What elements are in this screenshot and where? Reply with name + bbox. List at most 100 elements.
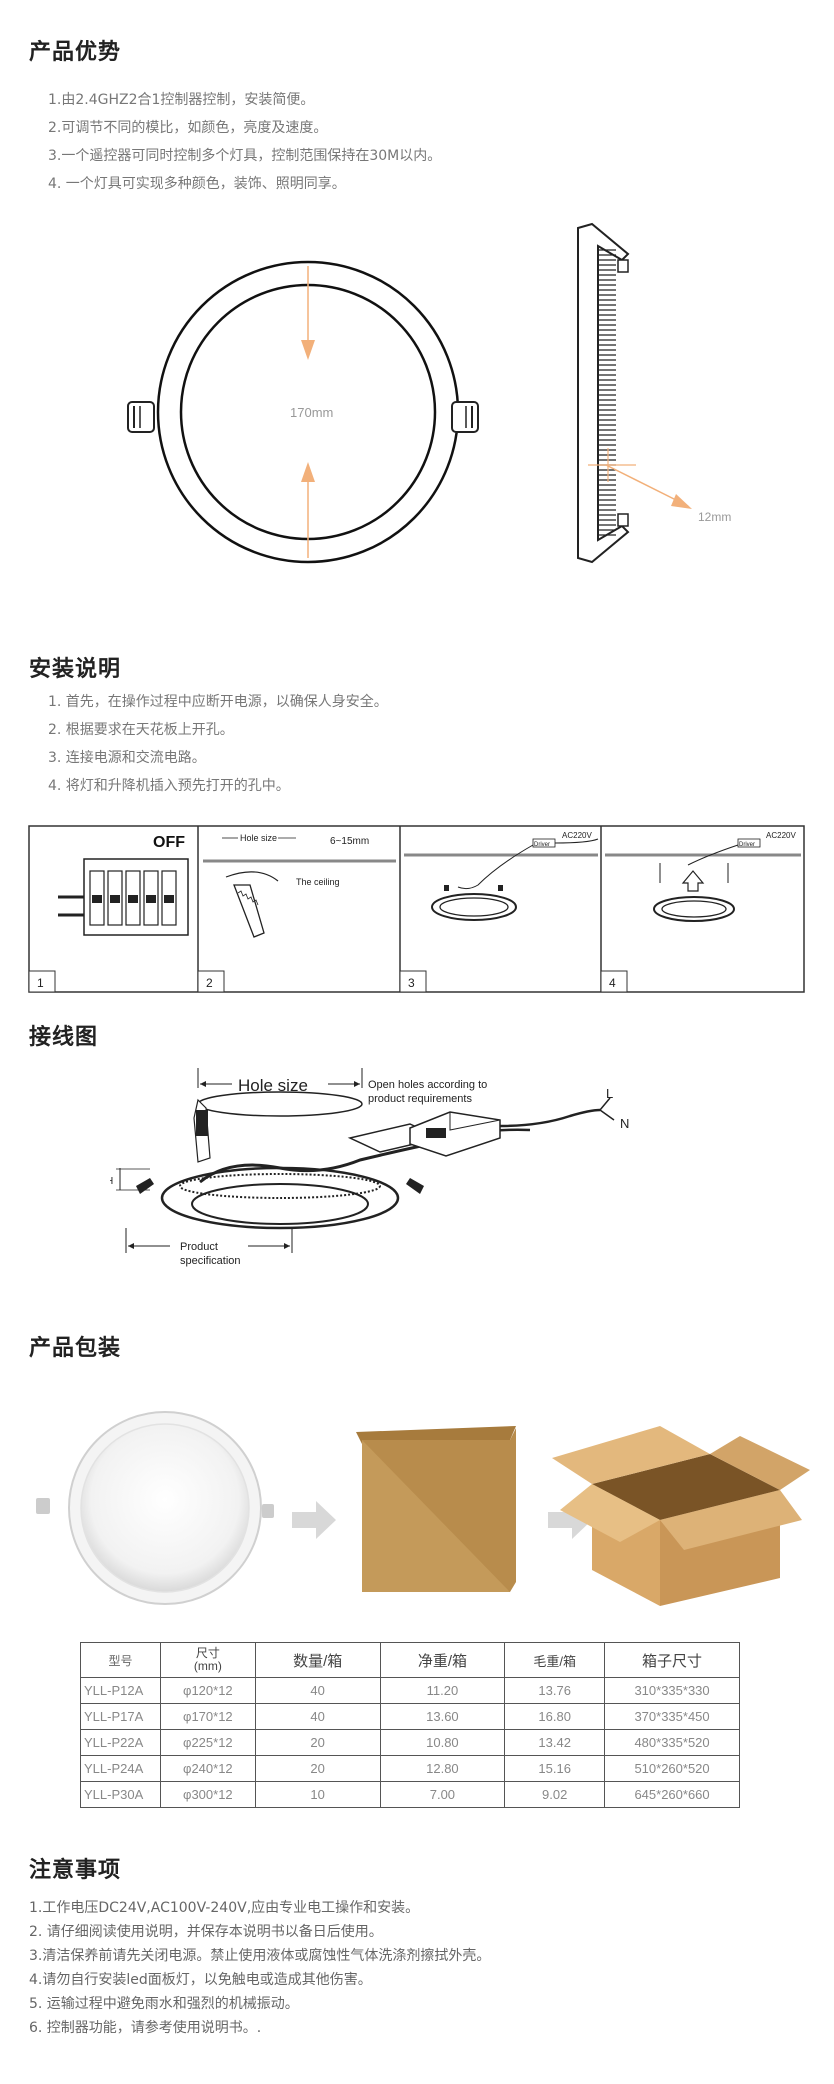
size-header-line: 尺寸 bbox=[195, 1646, 220, 1660]
diameter-arrow-top-icon bbox=[301, 266, 315, 360]
table-cell: 13.76 bbox=[504, 1677, 606, 1704]
diameter-label: 170mm bbox=[290, 405, 333, 420]
table-cell: YLL-P24A bbox=[80, 1755, 161, 1782]
table-cell: φ300*12 bbox=[159, 1781, 256, 1808]
hole-size-label: Hole size bbox=[240, 833, 277, 843]
table-cell: 645*260*660 bbox=[604, 1781, 740, 1808]
flat-box-icon bbox=[356, 1426, 516, 1592]
table-cell: YLL-P22A bbox=[80, 1729, 161, 1756]
thickness-label: 12mm bbox=[698, 510, 731, 524]
list-item: 3. 连接电源和交流电路。 bbox=[48, 750, 206, 766]
saw-icon bbox=[225, 871, 279, 938]
table-header-cell: 型号 bbox=[80, 1642, 161, 1678]
step-number: 2 bbox=[206, 976, 213, 990]
n-label: N bbox=[620, 1116, 629, 1131]
section-title-wiring: 接线图 bbox=[29, 1025, 99, 1050]
table-cell: 370*335*450 bbox=[604, 1703, 740, 1730]
up-arrow-icon bbox=[681, 870, 705, 892]
table-cell: 40 bbox=[254, 1703, 381, 1730]
table-cell: φ240*12 bbox=[159, 1755, 256, 1782]
table-cell: YLL-P17A bbox=[80, 1703, 161, 1730]
product-dimension-diagram: 170mm 12mm bbox=[127, 222, 731, 564]
side-profile-icon bbox=[577, 222, 630, 564]
table-cell: 10 bbox=[254, 1781, 381, 1808]
list-item: 5. 运输过程中避免雨水和强烈的机械振动。 bbox=[29, 1996, 299, 2012]
driver-label: Driver bbox=[534, 842, 550, 848]
list-item: 4. 一个灯具可实现多种颜色，装饰、照明同享。 bbox=[48, 176, 346, 192]
power-label: AC220V bbox=[766, 831, 796, 840]
table-row: YLL-P12A φ120*12 40 11.20 13.76 310*335*… bbox=[80, 1677, 740, 1704]
table-cell: 480*335*520 bbox=[604, 1729, 740, 1756]
table-cell: 20 bbox=[254, 1755, 381, 1782]
list-item: 1.由2.4GHZ2合1控制器控制，安装简便。 bbox=[48, 92, 315, 108]
table-row: YLL-P22A φ225*12 20 10.80 13.42 480*335*… bbox=[80, 1729, 740, 1756]
table-cell: 7.00 bbox=[379, 1781, 506, 1808]
list-item: 4.请勿自行安装led面板灯，以免触电或造成其他伤害。 bbox=[29, 1972, 372, 1988]
ceiling-label: The ceiling bbox=[296, 877, 340, 887]
depth-label: 6~15mm bbox=[330, 836, 369, 847]
list-item: 2.可调节不同的模比，如颜色，亮度及速度。 bbox=[48, 120, 328, 136]
list-item: 4. 将灯和升降机插入预先打开的孔中。 bbox=[48, 778, 290, 794]
open-box-icon bbox=[552, 1426, 810, 1606]
installation-list: 1. 首先，在操作过程中应断开电源，以确保人身安全。 2. 根据要求在天花板上开… bbox=[48, 688, 388, 800]
list-item: 1.工作电压DC24V,AC100V-240V,应由专业电工操作和安装。 bbox=[29, 1900, 420, 1916]
open-holes-label: Open holes according to bbox=[368, 1079, 487, 1091]
table-cell: 13.60 bbox=[379, 1703, 506, 1730]
list-item: 2. 请仔细阅读使用说明，并保存本说明书以备日后使用。 bbox=[29, 1924, 383, 1940]
section-title-packaging: 产品包装 bbox=[29, 1336, 122, 1361]
diameter-arrow-bottom-icon bbox=[301, 462, 315, 558]
product-spec-label: Product bbox=[180, 1241, 218, 1253]
table-header-cell: 数量/箱 bbox=[254, 1642, 381, 1678]
list-item: 3.清洁保养前请先关闭电源。禁止使用液体或腐蚀性气体洗涤剂擦拭外壳。 bbox=[29, 1948, 491, 1964]
right-clip-icon bbox=[451, 401, 479, 433]
table-cell: 510*260*520 bbox=[604, 1755, 740, 1782]
section-title-installation: 安装说明 bbox=[29, 657, 122, 682]
open-holes-label: product requirements bbox=[368, 1093, 472, 1105]
list-item: 2. 根据要求在天花板上开孔。 bbox=[48, 722, 234, 738]
wiring-diagram: Hole size Open holes according to produc… bbox=[110, 1068, 629, 1267]
driver-box-icon bbox=[347, 1111, 501, 1157]
table-cell: 12.80 bbox=[379, 1755, 506, 1782]
table-cell: φ225*12 bbox=[159, 1729, 256, 1756]
table-cell: 15.16 bbox=[504, 1755, 606, 1782]
packaging-illustration bbox=[36, 1411, 810, 1606]
table-header-cell: 净重/箱 bbox=[379, 1642, 506, 1678]
advantages-list: 1.由2.4GHZ2合1控制器控制，安装简便。 2.可调节不同的模比，如颜色，亮… bbox=[48, 86, 441, 198]
table-row: YLL-P30A φ300*12 10 7.00 9.02 645*260*66… bbox=[80, 1781, 740, 1808]
panel-light-icon bbox=[36, 1411, 274, 1605]
left-clip-icon bbox=[127, 401, 155, 433]
step-number: 3 bbox=[408, 976, 415, 990]
section-title-advantages: 产品优势 bbox=[29, 40, 122, 65]
section-title-notes: 注意事项 bbox=[29, 1858, 122, 1883]
power-label: AC220V bbox=[562, 831, 592, 840]
panel-light-icon bbox=[431, 885, 517, 921]
panel-light-icon bbox=[653, 896, 735, 922]
notes-list: 1.工作电压DC24V,AC100V-240V,应由专业电工操作和安装。 2. … bbox=[29, 1896, 490, 2040]
h-label: H bbox=[110, 1176, 113, 1187]
table-header-cell: 尺寸 (mm) bbox=[159, 1642, 256, 1678]
table-cell: φ170*12 bbox=[159, 1703, 256, 1730]
arrow-right-icon bbox=[292, 1501, 336, 1539]
packaging-spec-table: 型号 尺寸 (mm) 数量/箱 净重/箱 毛重/箱 箱子尺寸 YLL-P12A … bbox=[80, 1642, 740, 1808]
product-spec-label: specification bbox=[180, 1255, 241, 1267]
panel-light-icon bbox=[136, 1166, 424, 1230]
table-row: YLL-P17A φ170*12 40 13.60 16.80 370*335*… bbox=[80, 1703, 740, 1730]
table-header-row: 型号 尺寸 (mm) 数量/箱 净重/箱 毛重/箱 箱子尺寸 bbox=[80, 1642, 740, 1678]
table-cell: φ120*12 bbox=[159, 1677, 256, 1704]
table-header-cell: 毛重/箱 bbox=[504, 1642, 606, 1678]
step-number: 1 bbox=[37, 976, 44, 990]
table-cell: 10.80 bbox=[379, 1729, 506, 1756]
thickness-arrow-icon bbox=[588, 448, 692, 509]
table-cell: 13.42 bbox=[504, 1729, 606, 1756]
table-cell: 310*335*330 bbox=[604, 1677, 740, 1704]
saw-icon bbox=[193, 1098, 211, 1163]
list-item: 6. 控制器功能，请参考使用说明书。. bbox=[29, 2020, 262, 2036]
list-item: 1. 首先，在操作过程中应断开电源，以确保人身安全。 bbox=[48, 694, 388, 710]
hole-outline bbox=[197, 1091, 363, 1117]
table-row: YLL-P24A φ240*12 20 12.80 15.16 510*260*… bbox=[80, 1755, 740, 1782]
table-cell: YLL-P30A bbox=[80, 1781, 161, 1808]
table-cell: 20 bbox=[254, 1729, 381, 1756]
table-cell: YLL-P12A bbox=[80, 1677, 161, 1704]
installation-steps: 1 2 3 4 OFF Hole size 6~15mm The ceiling… bbox=[28, 825, 805, 993]
circuit-breaker-icon bbox=[58, 858, 189, 936]
